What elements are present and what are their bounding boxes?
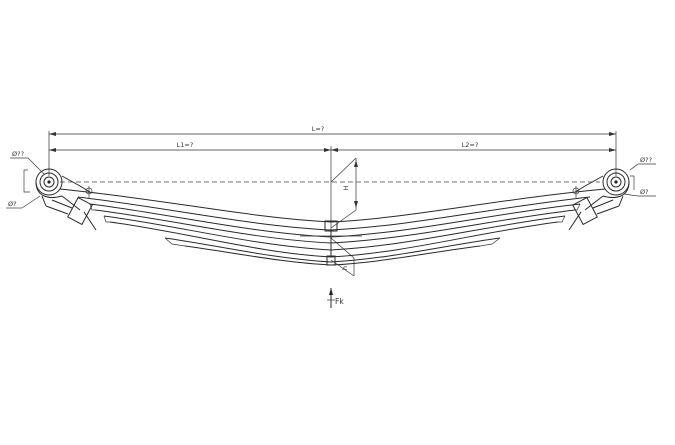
right-eye: Ø?? Ø?	[568, 156, 656, 231]
span-dimensions: L1=? L2=?	[49, 141, 616, 230]
height-below-label: h	[341, 266, 349, 270]
right-eye-bottom-callout: Ø?	[640, 188, 649, 196]
left-span-label: L1=?	[177, 141, 194, 149]
load-arrow: Fk	[327, 288, 344, 308]
overall-length-label: L=?	[312, 125, 325, 133]
right-span-label: L2=?	[462, 141, 479, 149]
left-eye-top-callout: Ø??	[12, 150, 24, 158]
center-bolt	[300, 220, 362, 266]
camber-label: H	[342, 185, 350, 190]
left-eye-bottom-callout: Ø?	[8, 200, 17, 208]
overall-length-dimension: L=?	[48, 125, 617, 176]
right-eye-top-callout: Ø??	[640, 156, 652, 164]
left-eye: Ø?? Ø?	[6, 150, 97, 231]
load-label: Fk	[335, 297, 344, 306]
